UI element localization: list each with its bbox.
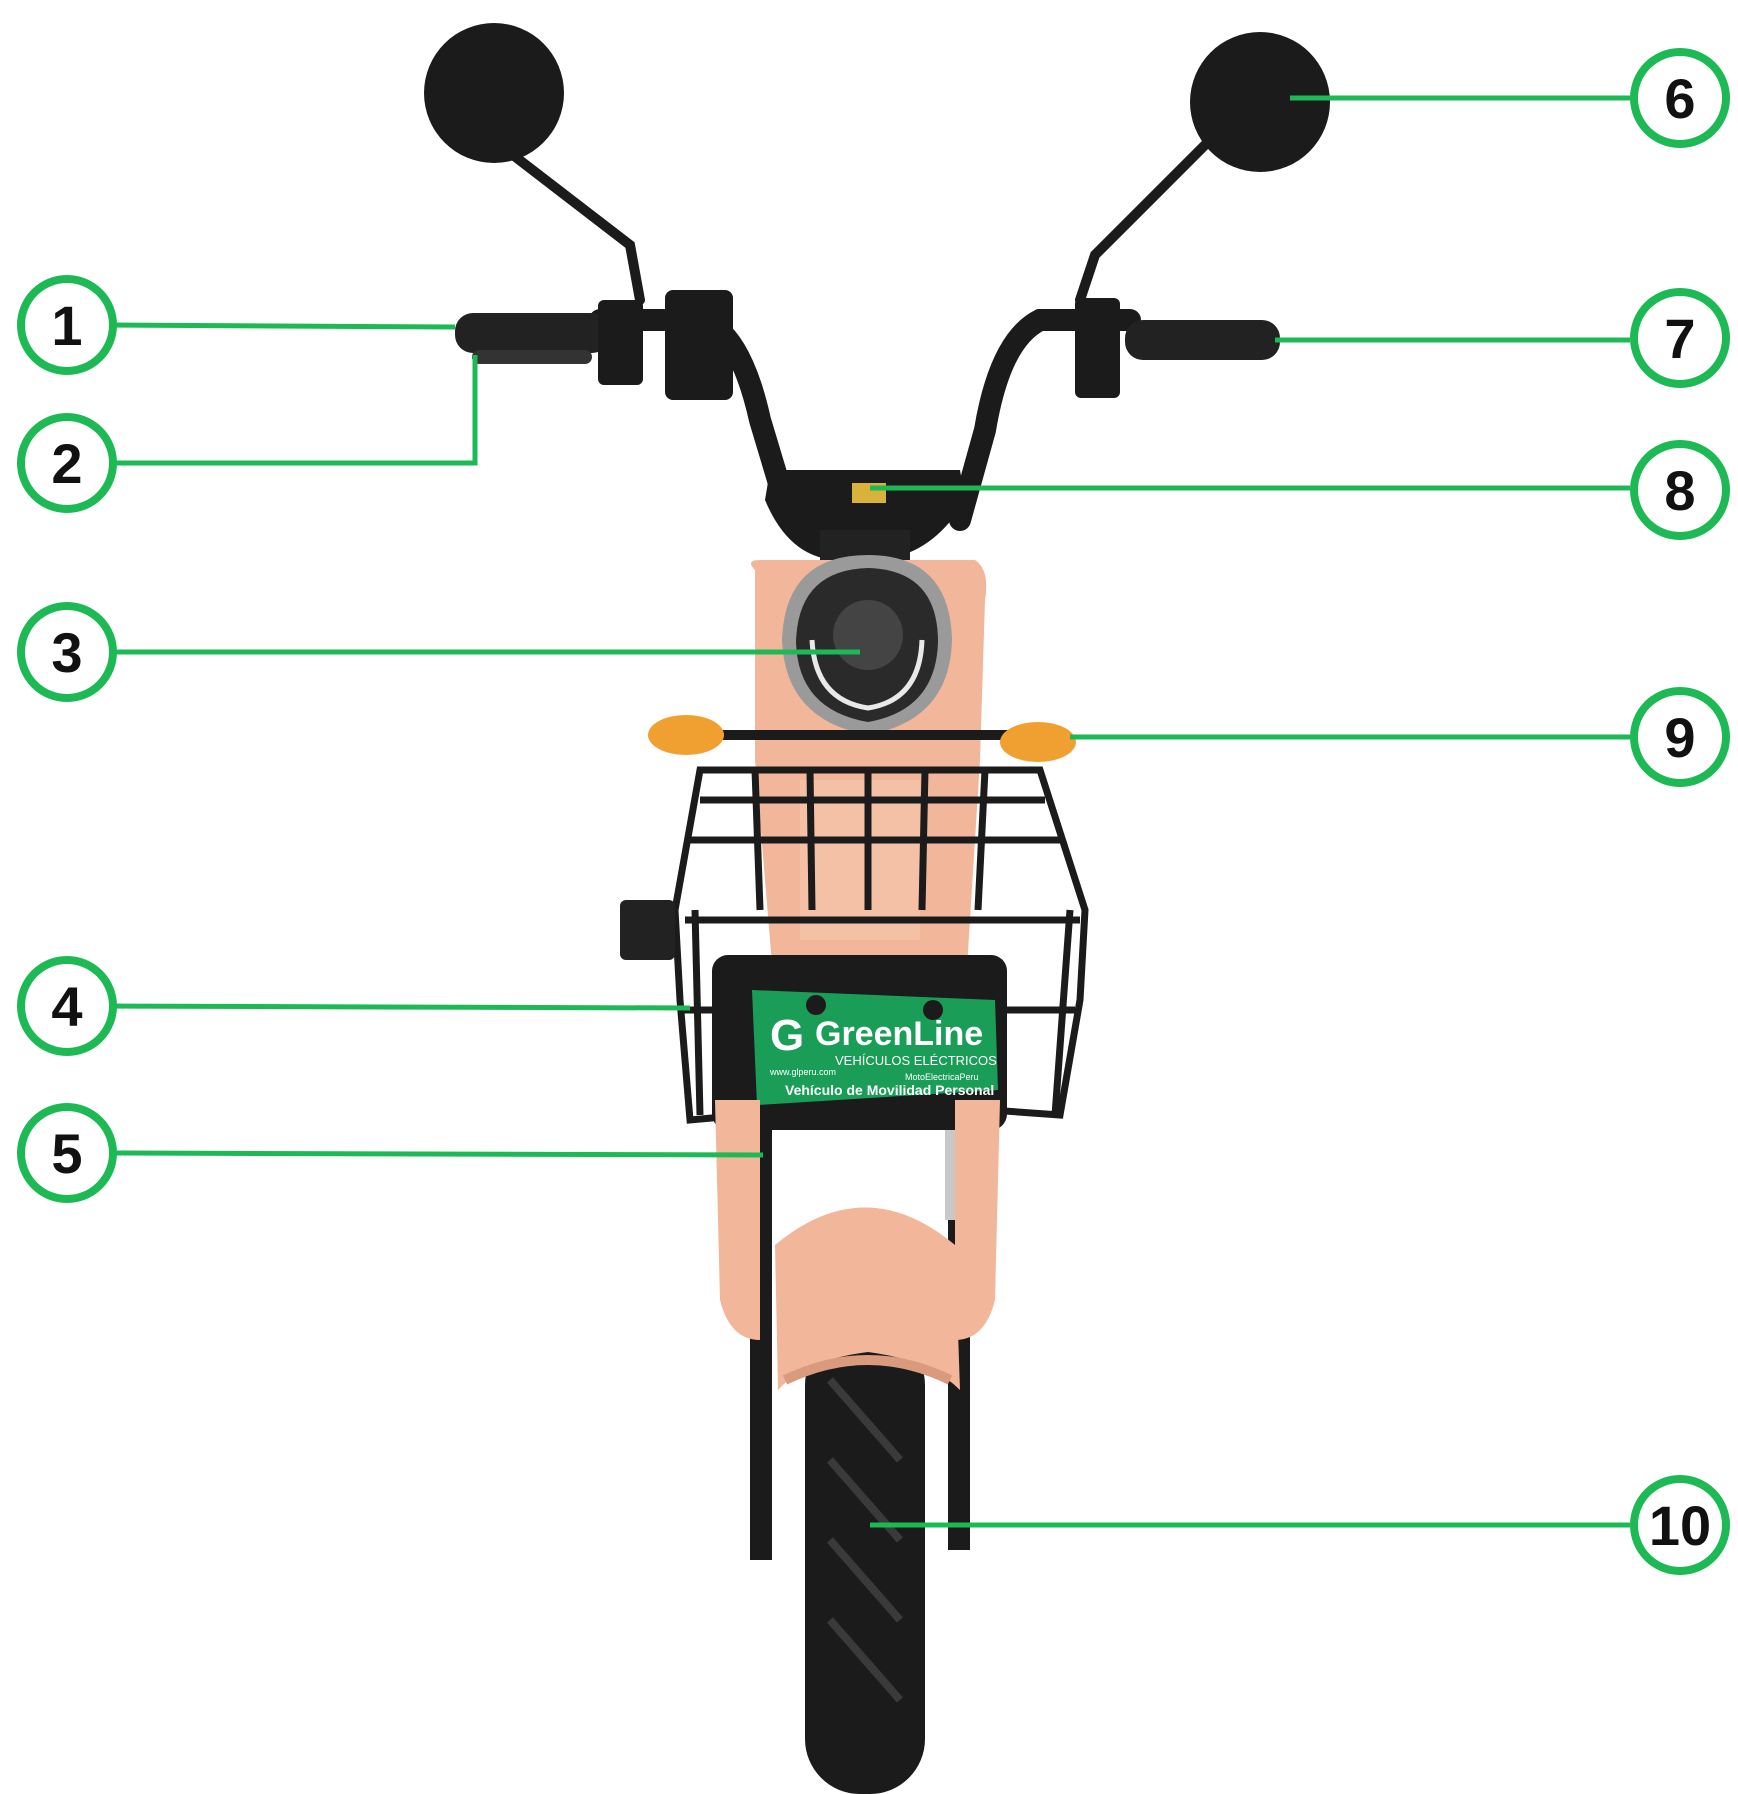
callout-1: 1 [21, 279, 113, 371]
scooter-illustration: G GreenLine VEHÍCULOS ELÉCTRICOS www.glp… [424, 23, 1330, 1794]
right-turn-signal [1000, 722, 1076, 762]
callout-number: 7 [1664, 307, 1695, 370]
body-highlight [800, 780, 920, 940]
left-switch-box [598, 300, 643, 385]
left-body-flank [715, 1100, 760, 1340]
callout-10: 10 [1634, 1479, 1726, 1571]
left-grip [455, 313, 610, 353]
signal-stalk [700, 730, 1040, 740]
right-switch-box [1075, 298, 1120, 398]
left-mirror [424, 23, 564, 163]
right-body-flank [955, 1100, 1000, 1340]
left-brake-lever [472, 350, 592, 364]
callout-number: 10 [1649, 1494, 1711, 1557]
callout-line-2 [108, 355, 475, 463]
license-plate: G GreenLine VEHÍCULOS ELÉCTRICOS www.glp… [752, 990, 998, 1105]
callout-number: 3 [51, 621, 82, 684]
callout-5: 5 [21, 1107, 113, 1199]
right-mirror [1190, 32, 1330, 172]
left-foot-pedal [620, 900, 675, 960]
plate-social: MotoElectricaPeru [905, 1072, 979, 1082]
callout-6: 6 [1634, 52, 1726, 144]
left-mirror-stem [500, 145, 640, 300]
callout-7: 7 [1634, 292, 1726, 384]
callout-4: 4 [21, 960, 113, 1052]
plate-subtitle: VEHÍCULOS ELÉCTRICOS [835, 1053, 997, 1068]
callout-line-1 [108, 325, 455, 327]
plate-brand: GreenLine [815, 1015, 983, 1053]
headlight-lens [833, 600, 903, 670]
controller-pod [665, 290, 733, 400]
plate-logo-icon: G [770, 1011, 804, 1060]
callout-8: 8 [1634, 444, 1726, 536]
plate-caption: Vehículo de Movilidad Personal [785, 1082, 994, 1098]
callout-number: 8 [1664, 459, 1695, 522]
callout-number: 4 [51, 975, 82, 1038]
callout-line-4 [108, 1006, 690, 1008]
left-turn-signal [648, 715, 724, 755]
callout-number: 1 [51, 294, 82, 357]
callout-number: 2 [51, 432, 82, 495]
callout-number: 5 [51, 1122, 82, 1185]
plate-website: www.glperu.com [769, 1067, 836, 1077]
callout-3: 3 [21, 606, 113, 698]
callout-number: 6 [1664, 67, 1695, 130]
callout-line-5 [108, 1153, 763, 1155]
callout-9: 9 [1634, 691, 1726, 783]
front-tire [805, 1330, 925, 1794]
callout-2: 2 [21, 417, 113, 509]
right-grip [1125, 320, 1280, 360]
callout-number: 9 [1664, 706, 1695, 769]
